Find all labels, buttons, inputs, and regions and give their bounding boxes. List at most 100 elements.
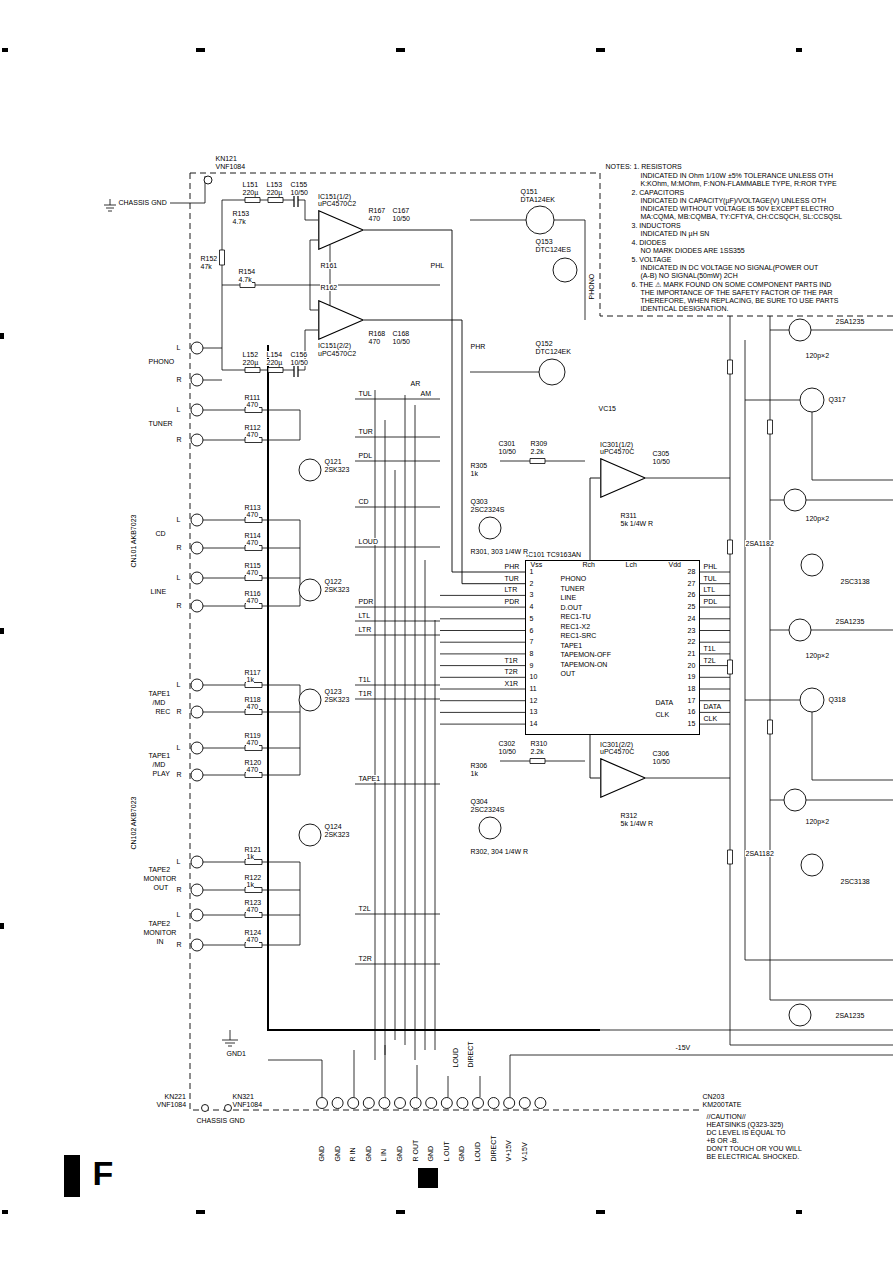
- component-label: PLAY: [152, 770, 170, 777]
- component-label: 10/50: [392, 338, 411, 345]
- ic-box: IC101 TC9163AN: [525, 560, 700, 735]
- component-label: DON'T TOUCH OR YOU WILL: [706, 1145, 802, 1152]
- component-label: 10/50: [652, 758, 671, 765]
- connector-pin: [473, 1098, 484, 1109]
- transistor-symbol: [801, 554, 823, 576]
- component-label: 2SK323: [324, 586, 350, 593]
- component-label: R: [176, 376, 182, 383]
- transistor-symbol: [553, 258, 577, 282]
- registration-marks: [0, 48, 802, 1214]
- jack-symbol: [191, 404, 203, 416]
- registration-mark: [0, 333, 4, 339]
- component-label: IN: [156, 938, 164, 945]
- component-label: 22: [687, 638, 696, 645]
- component-label: 1k: [470, 470, 478, 477]
- component-label: R153: [232, 210, 250, 217]
- component-label: R309: [530, 440, 548, 447]
- component-label: T1L: [703, 645, 716, 652]
- component-label: 5. VOLTAGE: [631, 256, 672, 263]
- part-label: IC151(2/2): [318, 342, 356, 350]
- component-label: 2SA1182: [745, 850, 774, 857]
- component-label: PDR: [504, 598, 520, 605]
- component-label: Q152: [535, 340, 553, 347]
- component-label: 470: [246, 766, 259, 773]
- transistor-symbol: [789, 1004, 811, 1026]
- component-label: NO MARK DIODES ARE 1SS355: [640, 247, 745, 254]
- component-label: 24: [687, 615, 696, 622]
- component-label: 470: [246, 597, 259, 604]
- connector-pin: [441, 1098, 452, 1109]
- component-label: 5k 1/4W R: [620, 820, 654, 827]
- component-label: 2SK323: [324, 466, 350, 473]
- component-label: 6. THE ⚠ MARK FOUND ON SOME COMPONENT PA…: [631, 281, 832, 288]
- op-amp-triangle: IC151(1/2)uPC4570C2: [318, 210, 364, 250]
- component-label: 1: [529, 568, 534, 575]
- component-label: KN221: [164, 1093, 186, 1100]
- component-label: KM200TATE: [702, 1101, 742, 1108]
- component-label: NOTES: 1. RESISTORS: [605, 163, 682, 170]
- component-label: KN121: [215, 155, 237, 162]
- connector-pin: [535, 1098, 546, 1109]
- component-label: T1R: [504, 657, 518, 664]
- component-label: L: [176, 911, 181, 918]
- signal-wire: [590, 478, 600, 560]
- component-label: R OUT: [412, 1139, 419, 1162]
- connector-pin: [363, 1098, 374, 1109]
- op-amp-shape: [319, 301, 363, 339]
- component-label: C302: [498, 740, 516, 747]
- component-label: 220µ: [266, 189, 283, 196]
- component-label: CD: [358, 498, 369, 505]
- component-label: C167: [392, 207, 410, 214]
- component-label: 1k: [470, 770, 478, 777]
- component-label: D.OUT: [560, 604, 583, 611]
- component-label: TAPEMON-OFF: [560, 651, 611, 658]
- component-label: R312: [620, 812, 638, 819]
- component-label: GND: [427, 1145, 434, 1162]
- component-label: 13: [529, 708, 538, 715]
- component-label: 5: [529, 615, 534, 622]
- component-label: Vss: [530, 561, 543, 568]
- component-label: 16: [687, 708, 696, 715]
- component-label: CN203: [702, 1093, 725, 1100]
- component-label: MONITOR: [143, 929, 177, 936]
- component-label: R118: [244, 696, 261, 703]
- component-label: INDICATED IN µH SN: [640, 230, 710, 237]
- component-label: 220µ: [242, 189, 259, 196]
- component-label: R: [176, 708, 182, 715]
- component-label: 470: [246, 936, 259, 943]
- component-label: /MD: [152, 761, 166, 768]
- component-label: R310: [530, 740, 548, 747]
- op-amp-shape: [601, 759, 645, 797]
- component-label: GND1: [226, 1050, 246, 1057]
- op-amp-outline: [318, 300, 364, 340]
- connector-pin: [317, 1098, 328, 1109]
- component-label: LINE: [150, 588, 167, 595]
- component-label: 25: [687, 603, 696, 610]
- component-label: 470: [246, 906, 259, 913]
- component-label: 470: [246, 431, 259, 438]
- component-label: CLK: [655, 711, 670, 718]
- component-label: R119: [244, 732, 261, 739]
- component-label: 5k 1/4W R: [620, 520, 654, 527]
- jack-symbol: [191, 542, 203, 554]
- component-label: 2SK323: [324, 831, 350, 838]
- component-label: PHONO: [148, 358, 175, 365]
- component-label: 27: [687, 580, 696, 587]
- component-label: INDICATED IN DC VOLTAGE NO SIGNAL(POWER …: [640, 264, 819, 271]
- component-label: BE ELECTRICAL SHOCKED.: [706, 1153, 800, 1160]
- part-label: IC101 TC9163AN: [526, 551, 581, 559]
- component-label: DTC124ES: [535, 246, 571, 253]
- component-label: R: [176, 544, 182, 551]
- component-label: PDL: [703, 598, 718, 605]
- component-label: R305: [470, 462, 488, 469]
- transistor-symbol: [789, 319, 811, 341]
- component-label: 2SA1235: [835, 1012, 865, 1019]
- component-label: T1L: [358, 676, 371, 683]
- part-label: uPC4570C2: [318, 350, 356, 358]
- component-label: R: [176, 436, 182, 443]
- component-label: 470: [246, 511, 259, 518]
- component-label: L: [176, 516, 181, 523]
- component-label: PHR: [504, 563, 520, 570]
- part-heading: IC301(1/2)uPC4570C: [600, 441, 634, 456]
